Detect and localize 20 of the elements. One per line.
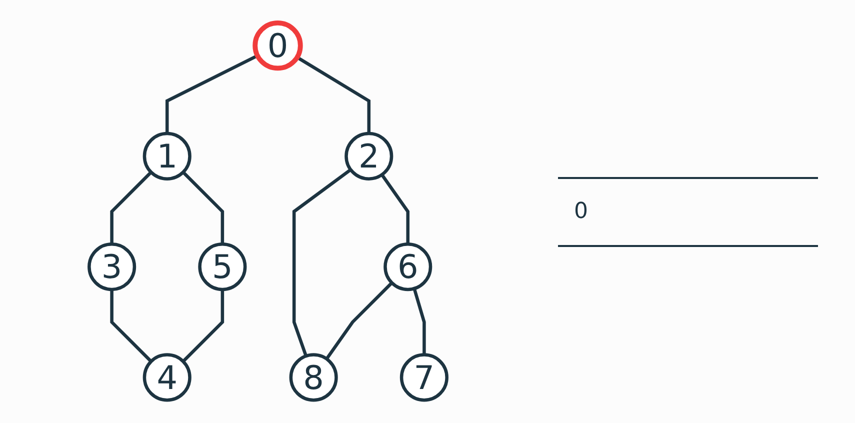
connector [110, 289, 152, 363]
connector [380, 174, 410, 244]
node-circle: 8 [289, 353, 338, 402]
connector [325, 282, 393, 360]
node-circle: 1 [142, 132, 192, 180]
node-circle: 2 [344, 132, 394, 180]
connector [296, 56, 371, 134]
node-circle: 4 [142, 353, 192, 402]
connector [165, 54, 258, 134]
node-circle: 6 [384, 242, 432, 292]
connector [292, 168, 352, 357]
node-circle: 3 [88, 242, 136, 292]
connector [412, 288, 426, 355]
node-circle: 0 [252, 20, 303, 71]
connector [182, 171, 224, 244]
connector [110, 171, 152, 244]
node-circle: 7 [400, 353, 448, 402]
connector [182, 289, 224, 363]
queue-item: 0 [574, 199, 588, 224]
node-circle: 5 [198, 242, 247, 292]
